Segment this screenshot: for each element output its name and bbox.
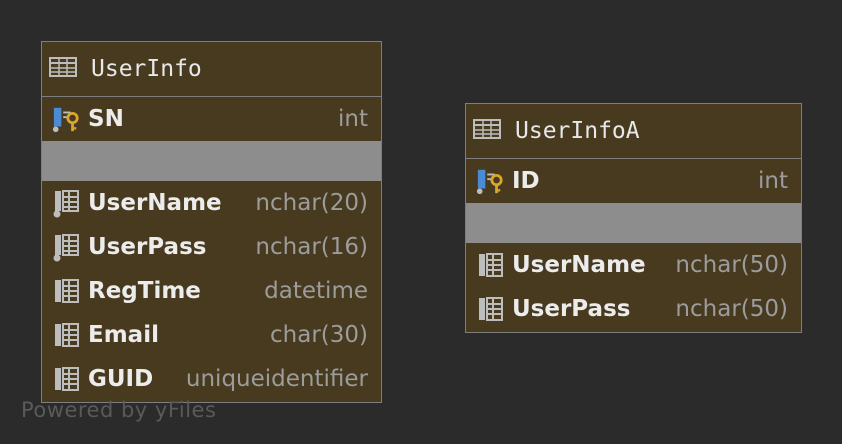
column-row[interactable]: UserName nchar(20) bbox=[42, 181, 381, 225]
column-row[interactable]: Email char(30) bbox=[42, 313, 381, 357]
column-icon bbox=[52, 320, 80, 350]
primary-key-icon bbox=[52, 104, 80, 134]
table-header[interactable]: UserInfo bbox=[42, 42, 381, 97]
column-row[interactable]: UserPass nchar(16) bbox=[42, 225, 381, 269]
column-name: SN bbox=[88, 106, 124, 132]
table-userinfoa[interactable]: UserInfoA ID int bbox=[465, 103, 802, 333]
column-name: ID bbox=[512, 168, 540, 194]
column-name: UserName bbox=[88, 190, 222, 216]
column-row-pk[interactable]: ID int bbox=[466, 159, 801, 203]
primary-key-icon bbox=[476, 166, 504, 196]
column-row[interactable]: UserPass nchar(50) bbox=[466, 287, 801, 331]
table-icon bbox=[473, 118, 501, 144]
table-title: UserInfo bbox=[91, 56, 202, 82]
key-separator bbox=[42, 141, 381, 181]
column-name: UserName bbox=[512, 252, 646, 278]
column-type: char(30) bbox=[270, 322, 368, 348]
column-row-pk[interactable]: SN int bbox=[42, 97, 381, 141]
table-title: UserInfoA bbox=[515, 118, 640, 144]
column-name: UserPass bbox=[88, 234, 207, 260]
column-type: uniqueidentifier bbox=[185, 366, 368, 392]
column-type: nchar(50) bbox=[675, 252, 788, 278]
column-type: datetime bbox=[264, 278, 368, 304]
indexed-column-icon bbox=[52, 232, 80, 262]
column-type: nchar(50) bbox=[675, 296, 788, 322]
column-name: RegTime bbox=[88, 278, 201, 304]
column-name: Email bbox=[88, 322, 159, 348]
column-type: int bbox=[758, 168, 788, 194]
column-row[interactable]: UserName nchar(50) bbox=[466, 243, 801, 287]
column-name: UserPass bbox=[512, 296, 631, 322]
indexed-column-icon bbox=[52, 188, 80, 218]
column-name: GUID bbox=[88, 366, 154, 392]
column-row[interactable]: GUID uniqueidentifier bbox=[42, 357, 381, 401]
key-separator bbox=[466, 203, 801, 243]
table-header[interactable]: UserInfoA bbox=[466, 104, 801, 159]
column-row[interactable]: RegTime datetime bbox=[42, 269, 381, 313]
watermark: Powered by yFiles bbox=[21, 398, 217, 422]
column-icon bbox=[476, 250, 504, 280]
column-type: nchar(16) bbox=[255, 234, 368, 260]
table-icon bbox=[49, 56, 77, 82]
table-userinfo[interactable]: UserInfo SN int bbox=[41, 41, 382, 403]
column-icon bbox=[52, 364, 80, 394]
column-type: nchar(20) bbox=[255, 190, 368, 216]
column-icon bbox=[52, 276, 80, 306]
column-type: int bbox=[338, 106, 368, 132]
column-icon bbox=[476, 294, 504, 324]
